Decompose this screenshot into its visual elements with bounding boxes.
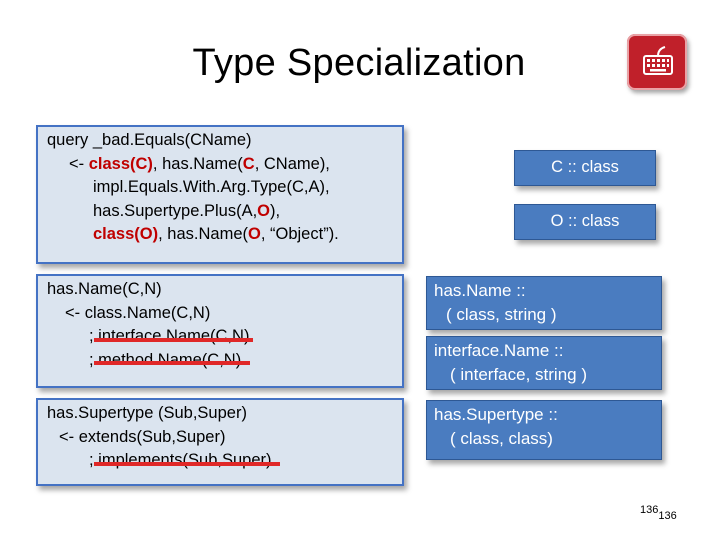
sig-has-name: has.Name ::	[434, 281, 526, 300]
has-supertype-head: has.Supertype (Sub,Super)	[47, 404, 247, 422]
page-number-main: 136	[640, 504, 659, 516]
slide-title: Type Specialization	[192, 42, 526, 84]
has-supertype-body-1: <- extends(Sub,Super)	[59, 427, 226, 446]
sig-interface-name-types: ( interface, string )	[450, 365, 587, 384]
struck-implements: implements(Sub,Super).	[94, 449, 281, 473]
struck-method-name: method.Name(C,N).	[94, 349, 250, 373]
has-name-body-2: ; interface.Name(C,N)	[47, 325, 393, 349]
c-variable: C	[242, 154, 255, 173]
interface-name-signature: interface.Name :: ( interface, string )	[426, 336, 662, 390]
sig-has-supertype-types: ( class, class)	[450, 429, 553, 448]
o-variable: O	[257, 201, 271, 220]
query-body-line-3: has.Supertype.Plus(A,O),	[47, 200, 393, 224]
separator: ;	[89, 327, 99, 345]
supertype-plus-close: ),	[270, 201, 281, 220]
has-name-body-3: ; method.Name(C,N).	[47, 349, 393, 373]
struck-interface-name: interface.Name(C,N)	[94, 325, 254, 349]
supertype-plus-text: has.Supertype.Plus(A,	[93, 201, 258, 220]
has-supertype-rule-box: has.Supertype (Sub,Super) <- extends(Sub…	[36, 398, 404, 486]
query-body-line-1: <- class(C), has.Name(C, CName),	[47, 153, 393, 177]
has-name-text: , has.Name(	[152, 154, 243, 173]
query-body-line-4: class(O), has.Name(O, “Object”).	[47, 223, 393, 247]
has-name-head: has.Name(C,N)	[47, 280, 162, 298]
query-head: query _bad.Equals(CName)	[47, 131, 252, 149]
class-c-literal: class(C)	[88, 154, 153, 173]
sig-interface-name: interface.Name ::	[434, 341, 564, 360]
has-name-signature: has.Name :: ( class, string )	[426, 276, 662, 330]
page-number: 136136	[640, 504, 677, 522]
has-name-rule-box: has.Name(C,N) <- class.Name(C,N) ; inter…	[36, 274, 404, 388]
o-variable-2: O	[248, 225, 261, 243]
class-o-literal: class(O)	[93, 225, 159, 243]
cname-text: , CName),	[254, 154, 330, 173]
sig-has-name-types: ( class, string )	[446, 305, 557, 324]
query-rule-box: query _bad.Equals(CName) <- class(C), ha…	[36, 125, 404, 264]
separator: ;	[89, 451, 99, 469]
has-supertype-body-2: ; implements(Sub,Super).	[47, 449, 393, 473]
o-class-tag: O :: class	[514, 204, 656, 240]
has-name-text-2: , has.Name(	[158, 225, 248, 243]
page-number-sub: 136	[658, 510, 677, 522]
sig-has-supertype: has.Supertype ::	[434, 405, 558, 424]
keyboard-logo-icon	[627, 34, 687, 90]
separator: ;	[89, 350, 99, 369]
has-name-body-1: <- class.Name(C,N)	[65, 303, 211, 322]
query-body-line-2: impl.Equals.With.Arg.Type(C,A),	[93, 178, 330, 196]
arrow-text: <-	[69, 154, 89, 173]
has-supertype-signature: has.Supertype :: ( class, class)	[426, 400, 662, 460]
object-string-text: , “Object”).	[260, 225, 339, 243]
c-class-tag: C :: class	[514, 150, 656, 186]
